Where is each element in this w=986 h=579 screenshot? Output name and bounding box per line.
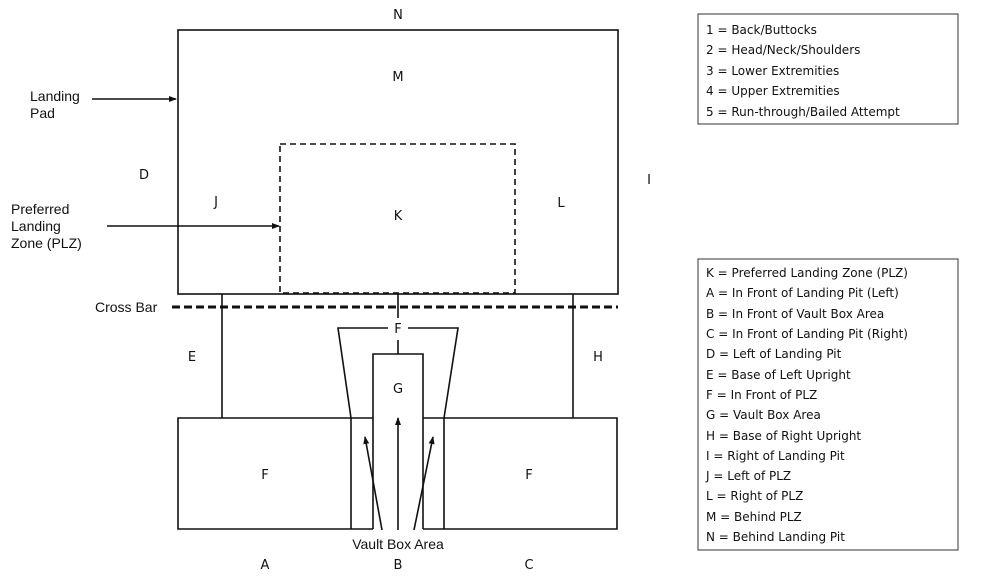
- injury-legend-item: 1 = Back/Buttocks: [706, 23, 817, 37]
- zone-legend-item: A = In Front of Landing Pit (Left): [706, 286, 899, 300]
- vault-arrow-right: [413, 436, 435, 531]
- injury-legend-item: 4 = Upper Extremities: [706, 84, 840, 98]
- zone-label-m: M: [392, 70, 403, 85]
- zone-label-l: L: [557, 196, 565, 211]
- zone-label-b: B: [394, 558, 403, 573]
- landing-pad-label-line2: Pad: [30, 105, 55, 121]
- cross-bar-label: Cross Bar: [95, 299, 158, 315]
- injury-legend-box: [697, 13, 959, 125]
- zone-legend-item: D = Left of Landing Pit: [706, 347, 842, 361]
- plz-label-line1: Preferred: [11, 201, 69, 217]
- zone-legend: K = Preferred Landing Zone (PLZ) A = In …: [697, 258, 959, 551]
- zone-label-a: A: [261, 558, 270, 573]
- zone-label-g: G: [393, 382, 403, 397]
- zone-label-f-top: F: [394, 322, 401, 337]
- zone-label-j: J: [213, 195, 218, 210]
- vault-box-area-label: Vault Box Area: [352, 536, 444, 552]
- injury-legend: 1 = Back/Buttocks 2 = Head/Neck/Shoulder…: [697, 13, 959, 125]
- injury-legend-item: 2 = Head/Neck/Shoulders: [706, 43, 860, 57]
- zone-legend-item: J = Left of PLZ: [705, 469, 791, 483]
- zone-legend-item: M = Behind PLZ: [706, 510, 802, 524]
- zone-legend-item: F = In Front of PLZ: [706, 388, 817, 402]
- zone-label-d: D: [139, 168, 149, 183]
- f-bracket-right: [408, 327, 459, 529]
- f-bracket-left: [337, 327, 388, 529]
- front-pad-right: [423, 417, 618, 530]
- injury-legend-item: 3 = Lower Extremities: [706, 64, 839, 78]
- zone-label-f-left: F: [261, 468, 268, 483]
- zone-label-e: E: [188, 350, 196, 365]
- plz-label-line3: Zone (PLZ): [11, 235, 82, 251]
- vault-box: [372, 353, 424, 529]
- zone-label-c: C: [524, 558, 533, 573]
- vault-arrow-left: [363, 436, 383, 531]
- zone-legend-item: N = Behind Landing Pit: [706, 530, 845, 544]
- injury-legend-item: 5 = Run-through/Bailed Attempt: [706, 105, 900, 119]
- zone-label-n: N: [393, 8, 403, 23]
- plz-label-line2: Landing: [11, 218, 61, 234]
- preferred-landing-zone: [279, 143, 516, 294]
- zone-legend-item: B = In Front of Vault Box Area: [706, 307, 884, 321]
- zone-label-k: K: [394, 209, 403, 224]
- zone-label-h: H: [593, 350, 603, 365]
- zone-legend-item: L = Right of PLZ: [706, 489, 803, 503]
- front-pad-left: [177, 417, 373, 530]
- zone-legend-item: G = Vault Box Area: [706, 408, 821, 422]
- zone-legend-item: K = Preferred Landing Zone (PLZ): [706, 266, 908, 280]
- zone-legend-item: E = Base of Left Upright: [706, 368, 851, 382]
- zone-label-f-right: F: [525, 468, 532, 483]
- zone-legend-box: [697, 258, 959, 551]
- zone-legend-item: I = Right of Landing Pit: [706, 449, 845, 463]
- zone-legend-item: H = Base of Right Upright: [706, 429, 861, 443]
- zone-legend-item: C = In Front of Landing Pit (Right): [706, 327, 908, 341]
- landing-pad-label-line1: Landing: [30, 88, 80, 104]
- zone-label-i: I: [647, 173, 651, 188]
